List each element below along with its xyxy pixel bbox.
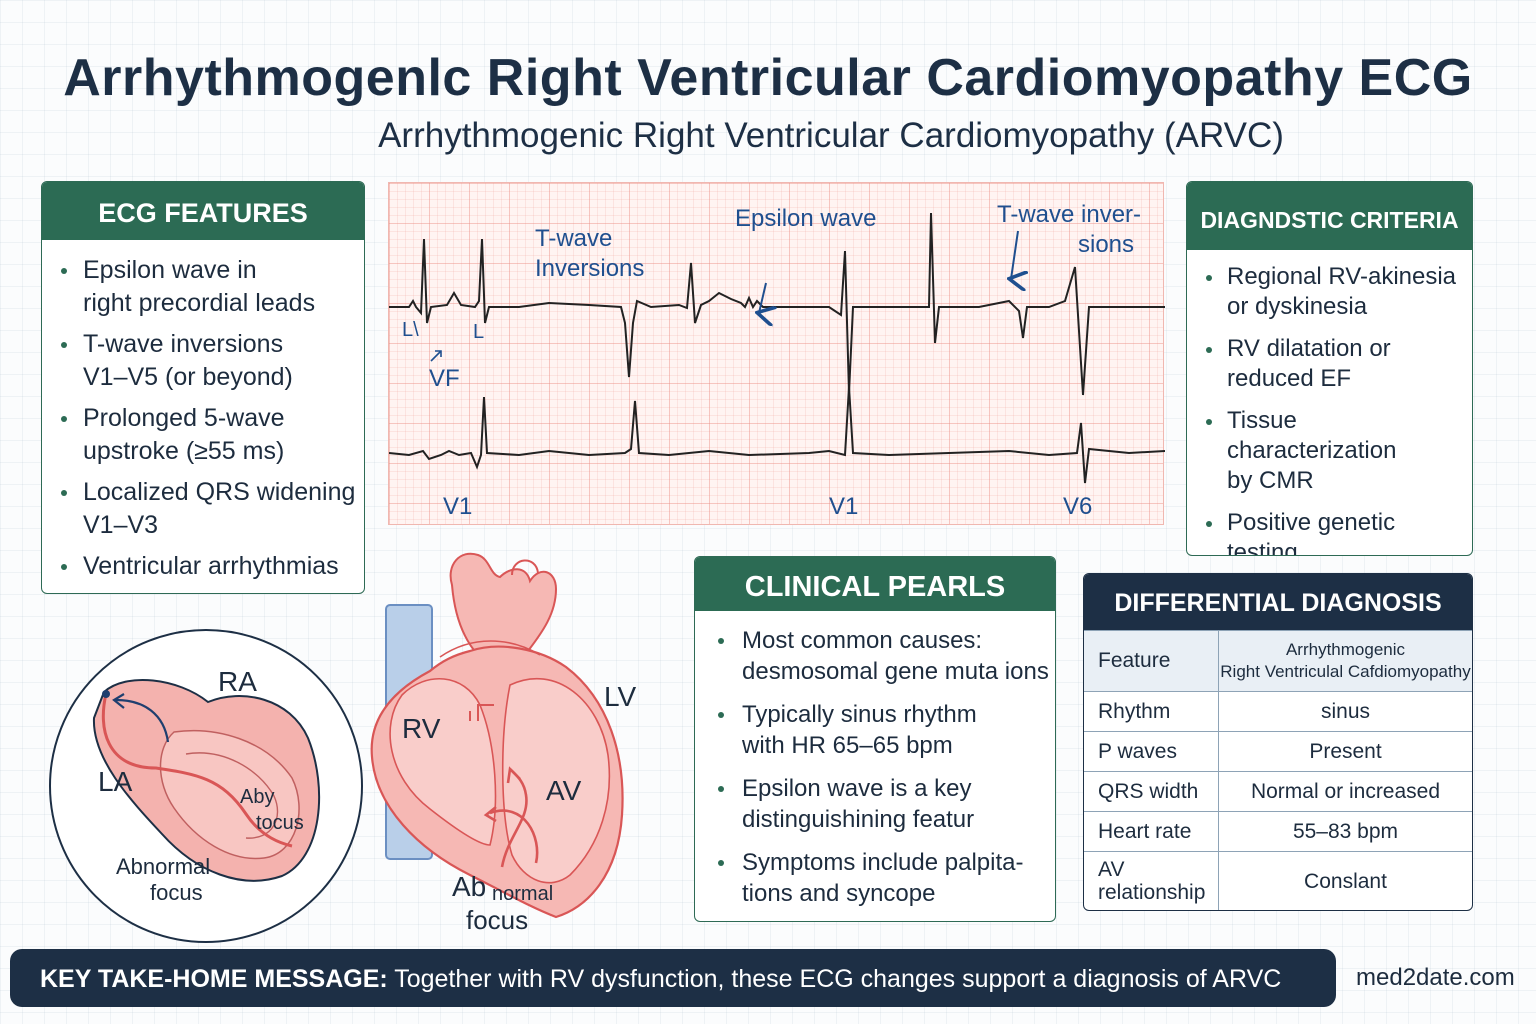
vf-label: VF <box>429 365 460 392</box>
ecg-l-right-label: L <box>473 321 485 343</box>
clinical-pearls-list: Most common causes:desmosomal gene muta … <box>695 611 1055 909</box>
epsilon-wave-label: Epsilon wave <box>735 205 877 232</box>
epsilon-arrow <box>759 282 766 313</box>
conduction-arrow <box>115 698 170 743</box>
key-message-label: KEY TAKE-HOME MESSAGE: <box>40 965 388 993</box>
clinical-pearls-heading: CLINICAL PEARLS <box>695 557 1055 611</box>
heart-diagram: RV LV AV Ab normal focus <box>360 545 660 940</box>
ecg-trace-lower <box>388 386 1166 484</box>
list-item: Ventricular arrhythmias <box>61 550 364 583</box>
key-message-text: Together with RV dysfunction, these ECG … <box>387 965 1282 993</box>
aorta-shape <box>449 552 558 657</box>
ra-label: RA <box>218 666 257 697</box>
lead-label: V6 <box>1063 493 1093 520</box>
page-subtitle: Arrhythmogenic Right Ventricular Cardiom… <box>378 116 1284 155</box>
aby-label-1: Aby <box>240 786 275 808</box>
table-row: Rhythm sinus <box>1084 691 1472 732</box>
ecg-features-heading: ECG FEATURES <box>42 182 364 240</box>
page-title: Arrhythmogenlc Right Ventricular Cardiom… <box>63 49 1473 107</box>
table-row: Heart rate 55–83 bpm <box>1084 811 1472 852</box>
twave-inversions-right-label-2: sions <box>1078 231 1135 258</box>
la-label: LA <box>98 766 133 797</box>
ecg-strip: T-wave Inversions Epsilon wave T-wave in… <box>388 182 1166 525</box>
diagnostic-criteria-card: DIAGNDSTIC CRITERIA Regional RV-akinesia… <box>1186 181 1473 556</box>
differential-diagnosis-heading: DIFFERENTIAL DIAGNOSIS <box>1084 574 1472 630</box>
conduction-diagram: RA LA Aby tocus Abnormal focus <box>46 628 366 944</box>
lead-label: V1 <box>829 493 859 520</box>
twave-inversions-right-label-1: T-wave inver- <box>997 201 1142 228</box>
key-message-banner: KEY TAKE-HOME MESSAGE: Together with RV … <box>10 949 1336 1007</box>
normal-label: normal <box>492 883 554 905</box>
table-row: QRS width Normal or increased <box>1084 771 1472 812</box>
lead-label: V1 <box>443 493 473 520</box>
ecg-tracing <box>388 212 1166 484</box>
list-item: Symptoms include palpita-tions and synco… <box>718 847 1055 909</box>
table-row: P waves Present <box>1084 731 1472 772</box>
differential-diagnosis-card: DIFFERENTIAL DIAGNOSIS Feature Arrhythmo… <box>1083 573 1473 911</box>
lv-label: LV <box>604 681 637 712</box>
focus-label: focus <box>466 905 529 935</box>
abnormal-focus-label-2: focus <box>150 880 203 905</box>
diagnostic-criteria-heading: DIAGNDSTIC CRITERIA <box>1187 182 1472 250</box>
twave-arrow <box>1011 230 1018 279</box>
table-header-feature: Feature <box>1084 630 1219 692</box>
aby-label-2: tocus <box>256 812 304 834</box>
clinical-pearls-card: CLINICAL PEARLS Most common causes:desmo… <box>694 556 1056 922</box>
twave-inversions-label-2: Inversions <box>535 255 645 282</box>
brand-link[interactable]: med2date.com <box>1356 964 1515 991</box>
av-label: AV <box>546 775 582 806</box>
ab-label: Ab <box>452 871 487 902</box>
twave-inversions-label-1: T-wave <box>535 225 613 252</box>
list-item: Most common causes:desmosomal gene muta … <box>718 625 1055 687</box>
vf-arrow <box>430 350 442 362</box>
ecg-l-left-label: L\ <box>402 319 419 341</box>
rv-label: RV <box>402 713 441 744</box>
ecg-trace-upper <box>389 212 1165 396</box>
conduction-path <box>101 693 293 848</box>
abnormal-focus-label-1: Abnormal <box>116 854 211 879</box>
